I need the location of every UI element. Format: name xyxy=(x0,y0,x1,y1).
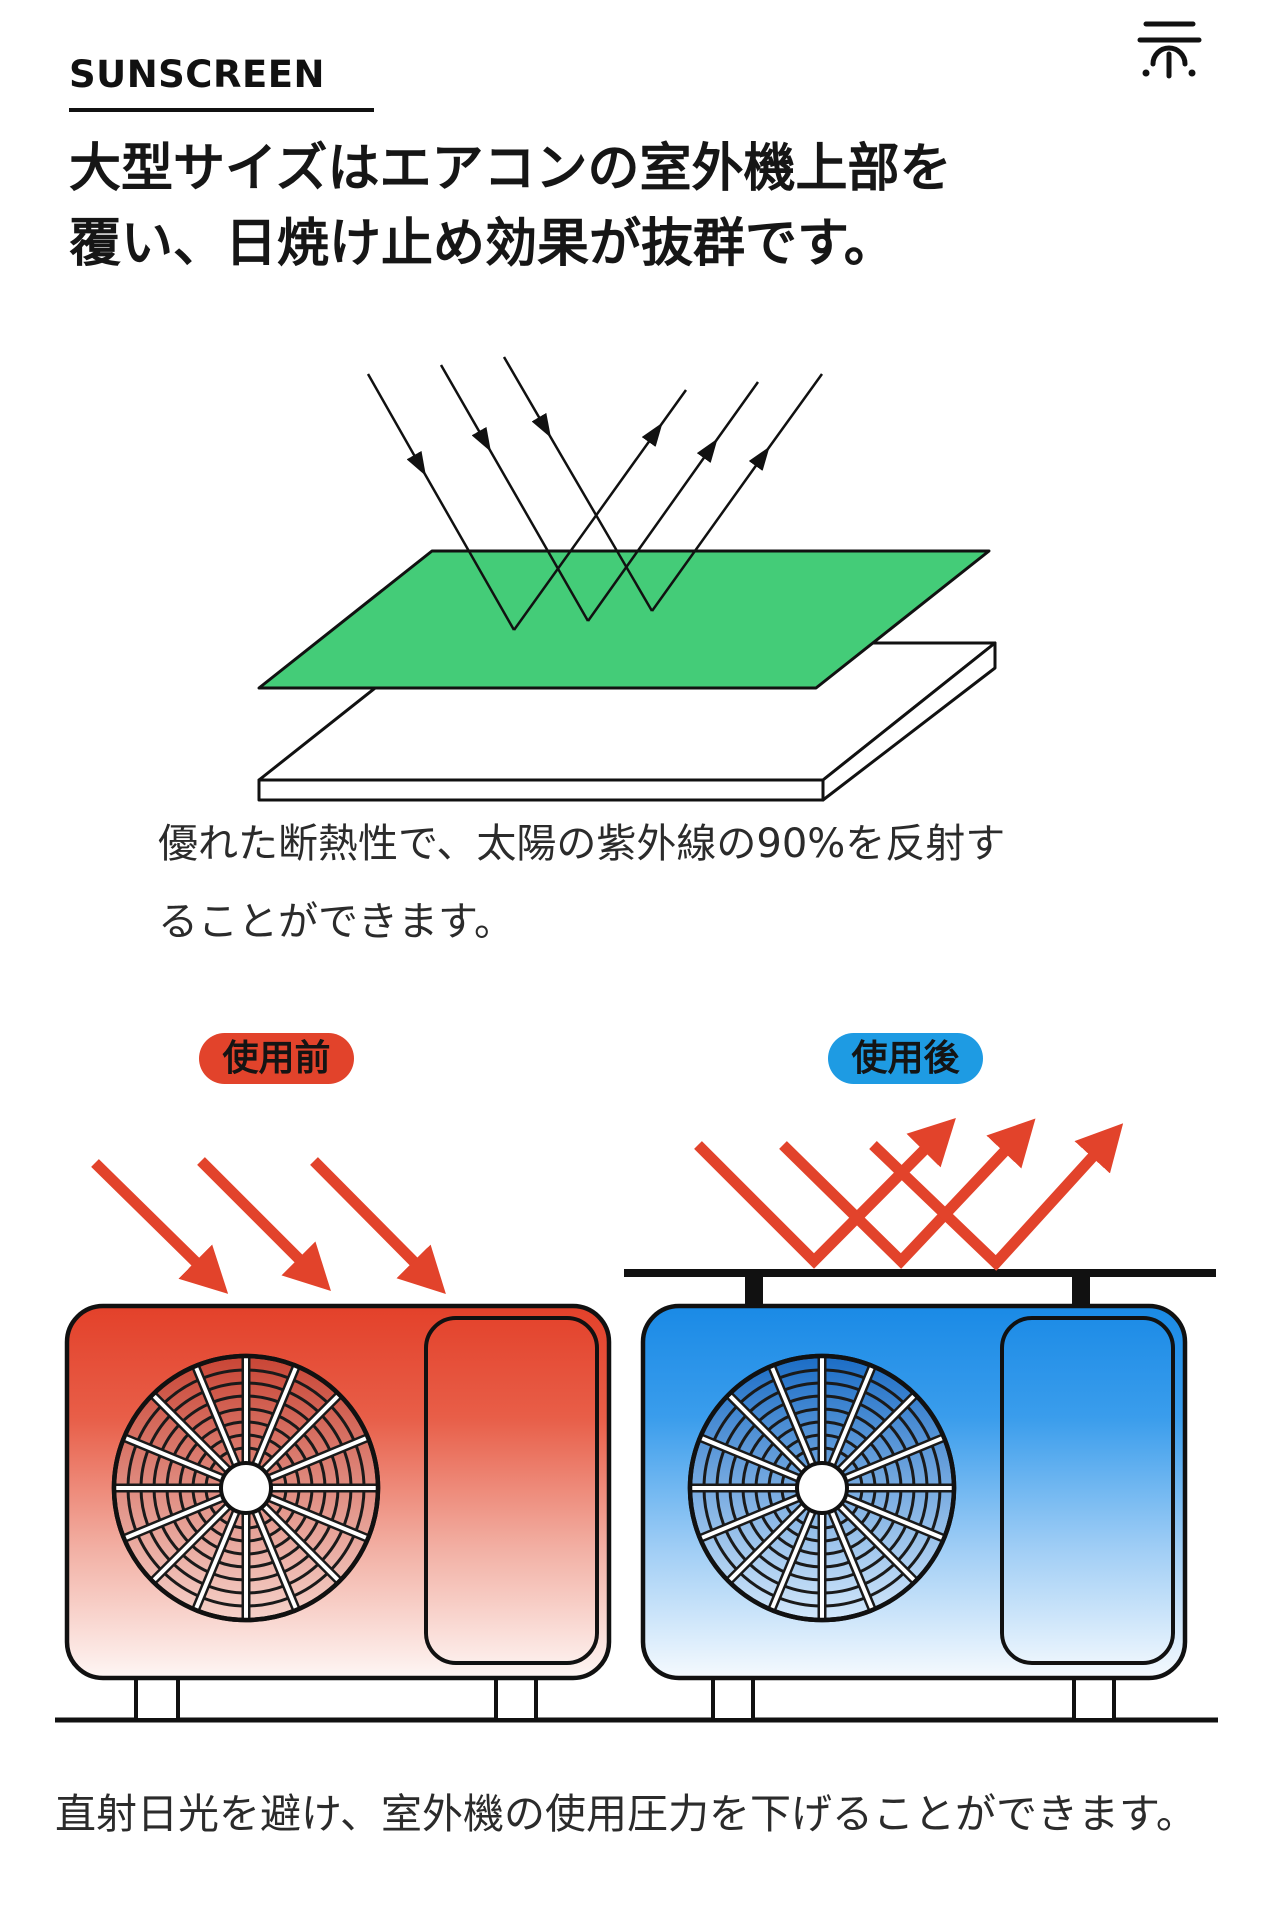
reflection-caption-line-1: 優れた断熱性で、太陽の紫外線の90%を反射す xyxy=(158,821,1006,867)
brand-logo-icon xyxy=(1137,21,1202,79)
fan-spoke-highlight xyxy=(262,1394,340,1472)
shade-post xyxy=(745,1273,763,1308)
reflected-sunlight xyxy=(694,1117,1124,1271)
uv-rays xyxy=(366,356,824,631)
headline-line-2: 覆い、日焼け止め効果が抜群です。 xyxy=(69,214,896,274)
reflected-sun-ray-arrow xyxy=(694,1117,956,1269)
fan-spoke-highlight xyxy=(844,1495,943,1540)
fan-grille-icon xyxy=(111,1353,381,1623)
fan-spoke-highlight xyxy=(701,1436,800,1481)
before-badge: 使用前 xyxy=(199,1033,354,1084)
fan-spoke-highlight xyxy=(829,1510,874,1609)
sun-ray-arrow xyxy=(91,1159,229,1294)
incoming-ray-arrow xyxy=(502,356,654,612)
reflected-ray-arrow xyxy=(650,373,824,612)
fan-spoke-highlight xyxy=(838,1504,916,1582)
fan-grille-lines xyxy=(692,1358,952,1618)
sun-ray-arrow xyxy=(197,1157,331,1291)
fan-spoke-highlight xyxy=(770,1510,815,1609)
reflected-ray-arrow xyxy=(586,381,760,622)
fan-spoke-highlight xyxy=(268,1436,367,1481)
unit-side-panel xyxy=(1000,1316,1175,1665)
reflection-caption-line-2: ることができます。 xyxy=(158,899,514,945)
fan-spoke-highlight xyxy=(770,1367,815,1466)
reflected-sun-ray-arrow xyxy=(779,1118,1036,1269)
fan-spoke-highlight xyxy=(125,1436,224,1481)
ac-unit-before xyxy=(64,1157,612,1722)
unit-side-panel xyxy=(424,1316,599,1665)
fan-spoke-highlight xyxy=(829,1367,874,1466)
after-badge: 使用後 xyxy=(828,1033,983,1084)
fan-hub xyxy=(219,1461,273,1515)
ac-unit-after xyxy=(624,1117,1216,1722)
fan-grille-lines xyxy=(116,1358,376,1618)
headline: 大型サイズはエアコンの室外機上部を 覆い、日焼け止め効果が抜群です。 xyxy=(69,132,951,282)
brand-underline xyxy=(69,108,374,112)
shade-post xyxy=(1072,1273,1090,1308)
reflection-caption: 優れた断熱性で、太陽の紫外線の90%を反射す ることができます。 xyxy=(158,805,1005,961)
fan-spoke-highlight xyxy=(194,1510,239,1609)
fan-spoke-highlight xyxy=(253,1367,298,1466)
reflection-diagram xyxy=(257,356,997,802)
sunscreen-sheet xyxy=(257,549,991,690)
fan-spoke-highlight xyxy=(728,1394,806,1472)
sun-ray-arrow xyxy=(310,1157,446,1295)
fan-spoke-highlight xyxy=(728,1504,806,1582)
fan-spoke-highlight xyxy=(125,1495,224,1540)
fan-hub xyxy=(795,1461,849,1515)
reflected-ray-arrow xyxy=(512,389,688,631)
fan-spoke-highlight xyxy=(194,1367,239,1466)
reflected-sun-ray-arrow xyxy=(869,1123,1124,1271)
fan-spoke-highlight xyxy=(253,1510,298,1609)
direct-sunlight xyxy=(91,1157,446,1295)
fan-spoke-highlight xyxy=(152,1394,230,1472)
headline-line-1: 大型サイズはエアコンの室外機上部を xyxy=(69,139,952,199)
fan-spoke-highlight xyxy=(838,1394,916,1472)
fan-grille-icon xyxy=(687,1353,957,1623)
fan-spoke-highlight xyxy=(701,1495,800,1540)
fan-spoke-highlight xyxy=(152,1504,230,1582)
fan-spoke-highlight xyxy=(262,1504,340,1582)
footer-caption: 直射日光を避け、室外機の使用圧力を下げることができます。 xyxy=(55,1790,1197,1838)
fan-spoke-highlight xyxy=(844,1436,943,1481)
fan-spoke-highlight xyxy=(268,1495,367,1540)
brand-title: SUNSCREEN xyxy=(69,53,325,96)
sunscreen-shade-panel xyxy=(624,1269,1216,1308)
incoming-ray-arrow xyxy=(439,364,590,622)
incoming-ray-arrow xyxy=(366,373,516,631)
